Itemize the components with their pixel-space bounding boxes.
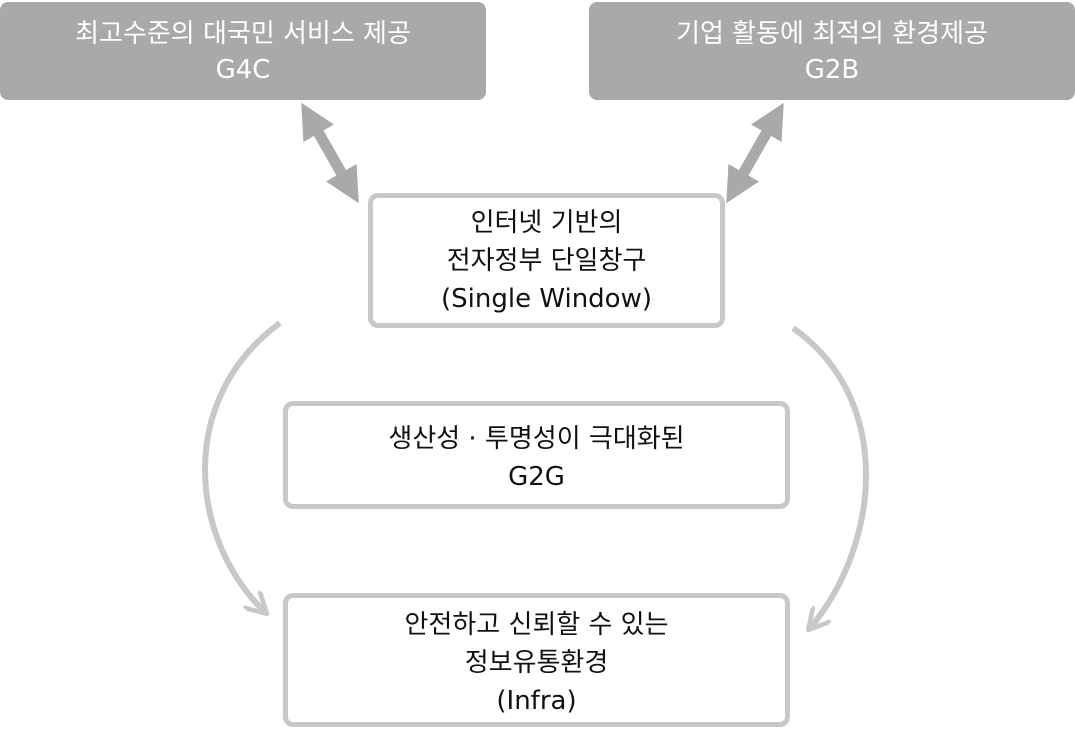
g2b-box: 기업 활동에 최적의 환경제공 G2B	[589, 2, 1075, 100]
g4c-code: G4C	[215, 55, 271, 85]
infra-line-2: 정보유통환경	[464, 648, 609, 678]
g4c-double-arrow	[301, 102, 359, 204]
single-window-line-2: 전자정부 단일창구	[446, 246, 647, 276]
g2b-code: G2B	[804, 55, 860, 85]
g4c-box: 최고수준의 대국민 서비스 제공 G4C	[0, 2, 486, 100]
single-window-line-3: (Single Window)	[441, 284, 652, 314]
infra-line-3: (Infra)	[496, 686, 577, 716]
left-curve-arrow	[202, 320, 282, 612]
single-window-box: 인터넷 기반의 전자정부 단일창구 (Single Window)	[368, 193, 725, 328]
single-window-line-1: 인터넷 기반의	[470, 208, 623, 238]
g2g-box: 생산성 · 투명성이 극대화된 G2G	[283, 401, 790, 509]
right-curve-arrow	[791, 325, 869, 628]
g2b-double-arrow	[726, 102, 784, 204]
g4c-title: 최고수준의 대국민 서비스 제공	[75, 19, 411, 49]
infra-box: 안전하고 신뢰할 수 있는 정보유통환경 (Infra)	[283, 593, 790, 727]
g2b-title: 기업 활동에 최적의 환경제공	[676, 19, 988, 49]
infra-line-1: 안전하고 신뢰할 수 있는	[404, 610, 669, 640]
g2g-code: G2G	[508, 462, 565, 492]
g2g-title: 생산성 · 투명성이 극대화된	[388, 424, 685, 454]
